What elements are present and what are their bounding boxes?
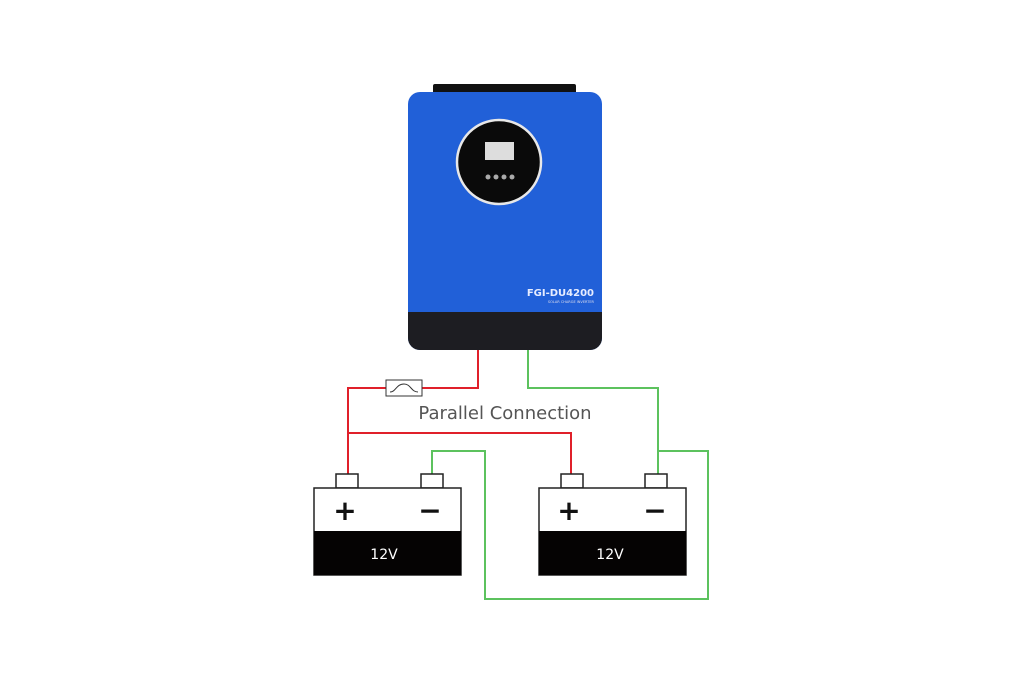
positive-wire-battery1 [347, 387, 386, 474]
battery-voltage: 12V [370, 547, 398, 563]
positive-terminal [335, 473, 359, 489]
lcd-screen [485, 142, 514, 160]
negative-terminal [420, 473, 444, 489]
negative-symbol: − [643, 494, 666, 527]
negative-terminal [644, 473, 668, 489]
negative-symbol: − [418, 494, 441, 527]
negative-wire-battery1 [431, 450, 709, 600]
inverter-display-ring [455, 118, 543, 206]
battery-1: + − 12V [313, 473, 462, 576]
battery-body [314, 531, 461, 575]
negative-wire-inverter [527, 350, 659, 474]
positive-wire-battery2 [348, 432, 572, 474]
positive-symbol: + [333, 494, 356, 527]
battery-body [539, 531, 686, 575]
battery-voltage: 12V [596, 547, 624, 563]
inverter-bottom-panel [408, 312, 602, 350]
inverter-model-label: FGI-DU4200 [527, 288, 594, 299]
inverter: FGI-DU4200 SOLAR CHARGE INVERTER [408, 84, 602, 350]
positive-terminal [560, 473, 584, 489]
positive-symbol: + [557, 494, 580, 527]
battery-2: + − 12V [538, 473, 687, 576]
inverter-subtitle: SOLAR CHARGE INVERTER [548, 300, 595, 304]
control-buttons [485, 174, 515, 180]
diagram-title: Parallel Connection [418, 403, 591, 424]
fuse-icon [385, 379, 423, 397]
positive-wire-inverter [422, 350, 479, 389]
